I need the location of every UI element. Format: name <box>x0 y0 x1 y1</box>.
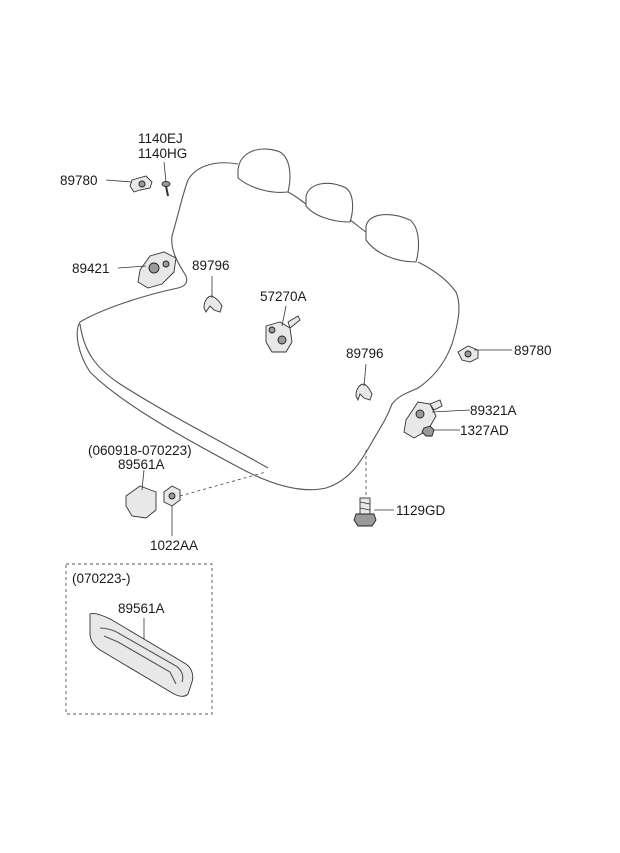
part-89780-left <box>129 175 153 193</box>
part-89796-left <box>203 295 223 313</box>
seat-top-edge-2 <box>349 219 367 233</box>
label-89796-right: 89796 <box>346 346 384 361</box>
part-89561a-inset <box>89 613 194 697</box>
part-1022aa <box>163 485 181 507</box>
part-89780-right <box>457 345 479 363</box>
label-89796-left: 89796 <box>192 258 230 273</box>
label-89321a: 89321A <box>470 403 517 418</box>
label-57270a: 57270A <box>260 289 307 304</box>
part-57270a <box>265 315 301 353</box>
dashed-reference-line <box>179 471 267 497</box>
headrest-left <box>237 148 291 193</box>
label-1327ad: 1327AD <box>460 423 509 438</box>
part-89561a-upper <box>125 485 157 519</box>
part-89421 <box>137 251 177 289</box>
headrest-middle <box>305 182 354 223</box>
seat-top-edge <box>287 191 307 205</box>
label-1129gd: 1129GD <box>396 503 446 518</box>
label-89561a-upper: 89561A <box>118 457 165 472</box>
part-1129gd <box>353 497 377 527</box>
label-89561a-inset: 89561A <box>118 601 165 616</box>
part-1140-bolt <box>161 181 171 197</box>
inset-box: (070223-) 89561A <box>65 563 213 715</box>
label-1140ej: 1140EJ <box>138 131 183 146</box>
seat-assembly <box>76 148 460 491</box>
label-1140hg: 1140HG <box>138 146 187 161</box>
label-inset-date: (070223-) <box>72 571 131 586</box>
label-89780-right: 89780 <box>514 343 552 358</box>
part-89796-right <box>355 383 373 402</box>
seat-cushion-crease <box>79 323 269 469</box>
headrest-right <box>365 214 420 263</box>
label-1022aa: 1022AA <box>150 538 198 553</box>
label-date-range: (060918-070223) <box>88 443 192 458</box>
label-89780-left: 89780 <box>60 173 98 188</box>
label-89421: 89421 <box>72 261 110 276</box>
seat-outline <box>76 162 460 491</box>
part-1327ad <box>421 425 435 437</box>
leader-lines <box>105 161 512 536</box>
